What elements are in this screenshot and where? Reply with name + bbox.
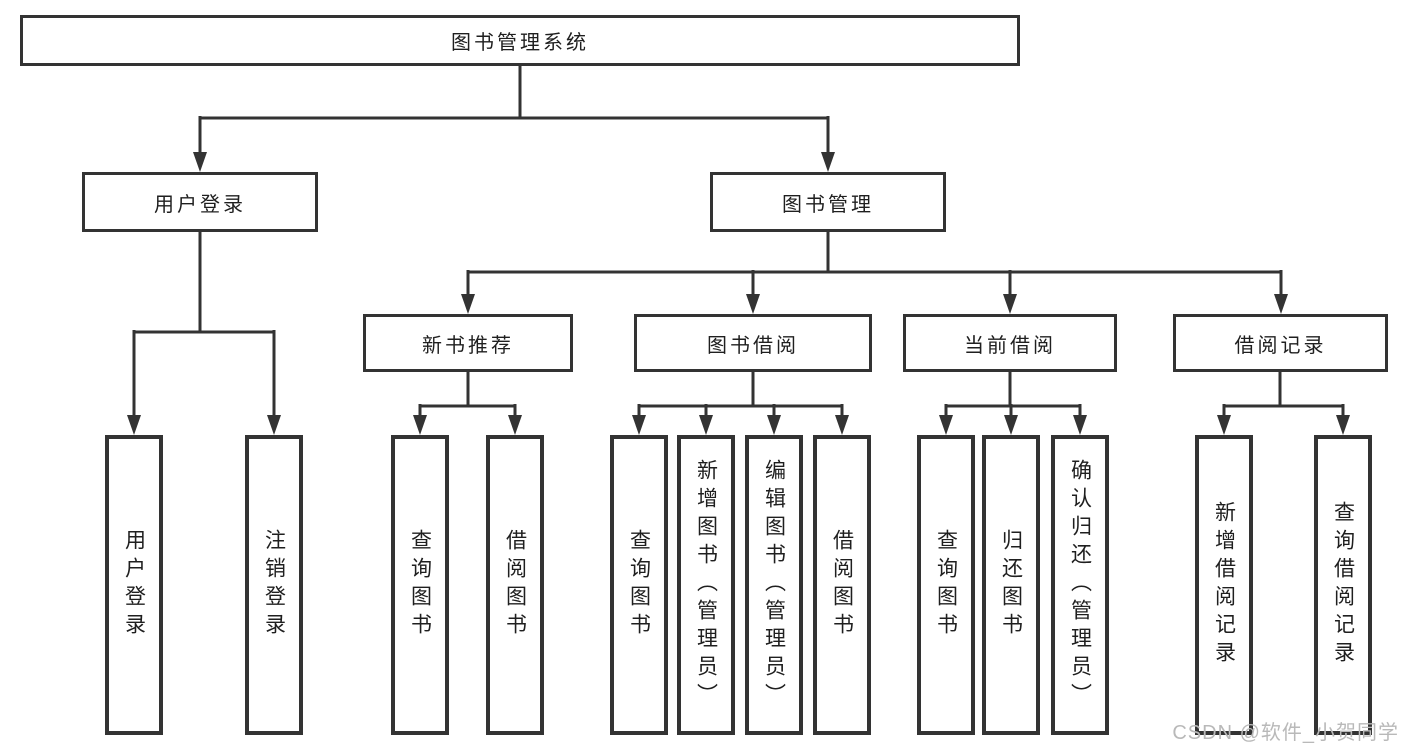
arrow-down-icon [1274, 294, 1288, 314]
arrow-down-icon [835, 415, 849, 435]
node-query-books-borrowing: 查询图书 [610, 435, 668, 735]
node-add-books-admin: 新增图书（管理员） [677, 435, 735, 735]
node-query-borrow-record: 查询借阅记录 [1314, 435, 1372, 735]
connector-group-borrow-records [1217, 372, 1350, 435]
arrow-down-icon [746, 294, 760, 314]
node-label: 查询图书 [934, 529, 958, 641]
node-label: 归还图书 [999, 529, 1023, 641]
arrow-down-icon [1217, 415, 1231, 435]
arrow-down-icon [767, 415, 781, 435]
arrow-down-icon [413, 415, 427, 435]
arrow-down-icon [127, 415, 141, 435]
node-logout: 注销登录 [245, 435, 303, 735]
arrow-down-icon [193, 152, 207, 172]
node-label: 注销登录 [262, 529, 286, 641]
connector-group-book-management [461, 232, 1288, 314]
node-label: 新增图书（管理员） [694, 459, 718, 711]
arrow-down-icon [821, 152, 835, 172]
node-query-books-recommend: 查询图书 [391, 435, 449, 735]
node-label: 用户登录 [122, 529, 146, 641]
arrow-down-icon [939, 415, 953, 435]
arrow-down-icon [1073, 415, 1087, 435]
node-borrow-books-recommend: 借阅图书 [486, 435, 544, 735]
node-borrow-records: 借阅记录 [1173, 314, 1388, 372]
node-book-management-branch: 图书管理 [710, 172, 946, 232]
arrow-down-icon [699, 415, 713, 435]
arrow-down-icon [1336, 415, 1350, 435]
arrow-down-icon [1003, 294, 1017, 314]
node-label: 编辑图书（管理员） [762, 459, 786, 711]
node-current-borrowing: 当前借阅 [903, 314, 1117, 372]
connector-group-user-login [127, 232, 281, 435]
node-query-books-current: 查询图书 [917, 435, 975, 735]
connector-group-root [193, 66, 835, 172]
node-edit-books-admin: 编辑图书（管理员） [745, 435, 803, 735]
node-label: 借阅图书 [830, 529, 854, 641]
node-user-login-branch: 用户登录 [82, 172, 318, 232]
node-label: 查询借阅记录 [1331, 501, 1355, 669]
connector-group-new-book-recommend [413, 372, 522, 435]
connector-group-current-borrowing [939, 372, 1087, 435]
arrow-down-icon [508, 415, 522, 435]
arrow-down-icon [267, 415, 281, 435]
node-confirm-return-admin: 确认归还（管理员） [1051, 435, 1109, 735]
node-book-borrowing: 图书借阅 [634, 314, 872, 372]
arrow-down-icon [461, 294, 475, 314]
node-library-management-system: 图书管理系统 [20, 15, 1020, 66]
node-user-login: 用户登录 [105, 435, 163, 735]
arrow-down-icon [1004, 415, 1018, 435]
arrow-down-icon [632, 415, 646, 435]
node-label: 查询图书 [408, 529, 432, 641]
node-label: 确认归还（管理员） [1068, 459, 1092, 711]
node-label: 新增借阅记录 [1212, 501, 1236, 669]
node-add-borrow-record: 新增借阅记录 [1195, 435, 1253, 735]
connector-group-book-borrowing [632, 372, 849, 435]
node-return-books: 归还图书 [982, 435, 1040, 735]
watermark: CSDN @软件_小贺同学 [1172, 722, 1399, 744]
node-label: 查询图书 [627, 529, 651, 641]
node-label: 借阅图书 [503, 529, 527, 641]
node-new-book-recommend: 新书推荐 [363, 314, 573, 372]
node-borrow-books-borrowing: 借阅图书 [813, 435, 871, 735]
